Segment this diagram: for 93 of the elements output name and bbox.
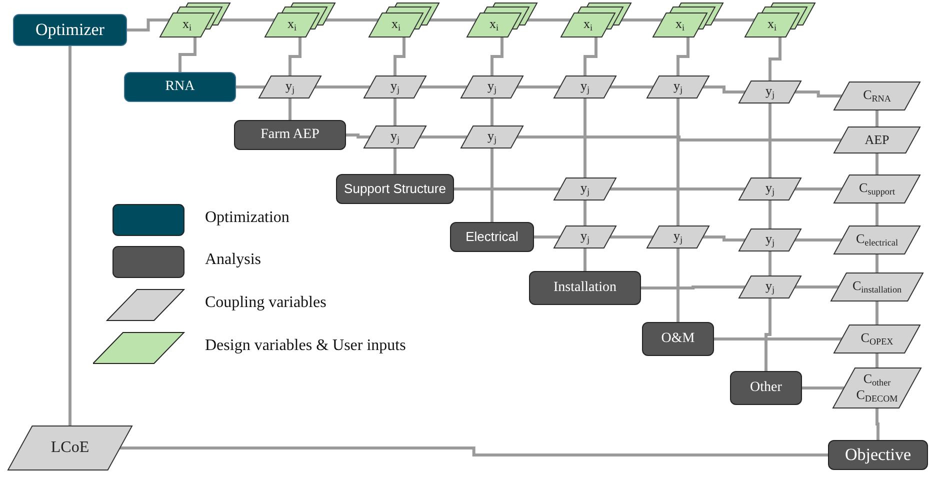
analysis-box: Other <box>730 371 802 405</box>
connector-line <box>876 353 878 368</box>
connector-line <box>802 386 844 390</box>
variable-parallelogram: y$_{j}$ <box>647 226 709 248</box>
connector-line <box>876 408 880 440</box>
connector-line <box>120 446 828 456</box>
connector-line <box>876 254 878 273</box>
connector-line <box>702 236 746 242</box>
connector-line <box>876 301 878 325</box>
legend-label: Coupling variables <box>205 294 326 312</box>
connector-line <box>178 37 196 72</box>
connector-line <box>584 200 586 226</box>
connector-line <box>490 98 494 126</box>
variable-parallelogram: y$_{j}$ <box>259 76 321 98</box>
variable-parallelogram: y$_{j}$ <box>461 76 523 98</box>
connector-line <box>768 103 772 178</box>
connector-line <box>768 37 782 81</box>
connector-line <box>794 238 842 242</box>
variable-parallelogram: AEP <box>834 127 920 153</box>
legend-label: Optimization <box>205 209 290 227</box>
analysis-box: Electrical <box>450 222 534 252</box>
legend-label: Design variables & User inputs <box>205 337 406 355</box>
connector-line <box>768 200 772 229</box>
connector-line <box>325 18 379 22</box>
variable-parallelogram: C$_{OPEX}$ <box>834 325 920 353</box>
analysis-box: Installation <box>529 271 641 305</box>
connector-line <box>394 37 406 76</box>
connector-line <box>127 18 170 32</box>
variable-parallelogram: y$_{j}$ <box>461 126 523 148</box>
connector-line <box>768 251 772 276</box>
connector-line <box>876 110 878 127</box>
connector-line <box>764 298 772 371</box>
connector-line <box>516 136 842 142</box>
variable-parallelogram: C$_{installation}$ <box>831 273 923 301</box>
variable-parallelogram: y$_{j}$ <box>554 226 616 248</box>
connector-line <box>584 98 586 178</box>
connector-line <box>394 98 396 126</box>
legend-label: Analysis <box>205 251 261 269</box>
connector-line <box>220 18 275 22</box>
variable-parallelogram: C$_{RNA}$ <box>834 82 920 110</box>
connector-line <box>794 286 839 288</box>
analysis-box: O&M <box>642 322 714 356</box>
connector-line <box>490 148 494 222</box>
connector-line <box>641 286 746 290</box>
connector-line <box>490 37 504 76</box>
connector-line <box>610 86 654 88</box>
connector-line <box>516 86 560 88</box>
connector-line <box>420 136 468 138</box>
connector-line <box>288 37 302 76</box>
variable-parallelogram: y$_{j}$ <box>554 178 616 200</box>
variable-parallelogram: y$_{j}$ <box>739 229 801 251</box>
variable-parallelogram: LCoE <box>8 426 132 470</box>
connector-line <box>534 236 560 238</box>
connector-line <box>713 18 755 22</box>
connector-line <box>876 153 878 175</box>
connector-line <box>610 188 746 190</box>
variable-parallelogram: y$_{j}$ <box>364 126 426 148</box>
connector-line <box>876 203 878 226</box>
connector-line <box>702 86 746 94</box>
variable-parallelogram: y$_{j}$ <box>739 81 801 103</box>
variable-parallelogram: y$_{j}$ <box>554 76 616 98</box>
variable-parallelogram: C$_{electrical}$ <box>834 226 920 254</box>
variable-parallelogram: y$_{j}$ <box>739 276 801 298</box>
connector-line <box>794 90 842 98</box>
connector-line <box>314 86 370 88</box>
analysis-box: Farm AEP <box>234 120 346 150</box>
connector-line <box>454 188 560 190</box>
optimizer-box: Optimizer <box>13 14 127 46</box>
connector-line <box>288 98 292 120</box>
connector-line <box>394 148 396 174</box>
connector-line <box>236 86 266 88</box>
variable-parallelogram: y$_{j}$ <box>647 76 709 98</box>
connector-line <box>346 134 370 138</box>
connector-line <box>794 188 842 190</box>
connector-line <box>676 37 690 76</box>
connector-line <box>527 18 571 22</box>
variable-parallelogram: y$_{j}$ <box>364 76 426 98</box>
connector-line <box>584 248 586 271</box>
connector-line <box>584 37 598 76</box>
connector-line <box>621 18 663 22</box>
variable-parallelogram: y$_{j}$ <box>739 178 801 200</box>
optimizer-box: RNA <box>124 72 236 102</box>
connector-line <box>68 46 72 426</box>
connector-line <box>429 18 477 22</box>
variable-parallelogram: C$_{other}$ C$_{DECOM}$ <box>833 368 921 408</box>
analysis-box: Support Structure <box>336 174 454 204</box>
connector-line <box>714 338 842 340</box>
connector-line <box>676 98 680 226</box>
connector-line <box>420 86 468 88</box>
connector-line <box>610 236 654 238</box>
connector-line <box>676 248 680 322</box>
variable-parallelogram: C$_{support}$ <box>834 175 920 203</box>
analysis-box: Objective <box>828 440 928 470</box>
